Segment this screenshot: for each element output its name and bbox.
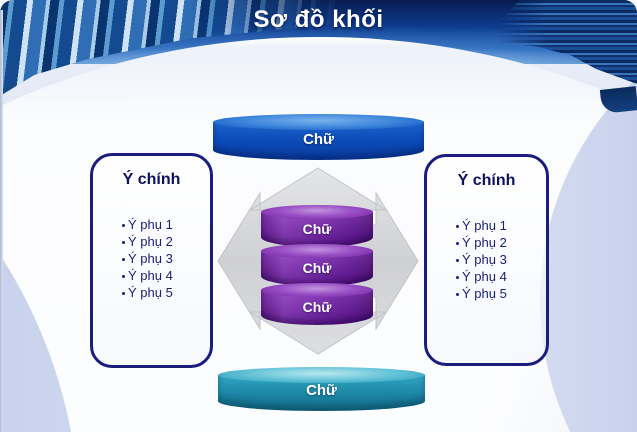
list-item: Ý phụ 5 bbox=[455, 285, 546, 302]
left-idea-list: Ý phụ 1 Ý phụ 2 Ý phụ 3 Ý phụ 4 Ý phụ 5 bbox=[93, 216, 210, 301]
slide-title: Sơ đồ khối bbox=[253, 6, 384, 33]
list-item: Ý phụ 1 bbox=[455, 217, 546, 234]
left-idea-box-heading: Ý chính bbox=[122, 171, 181, 188]
list-item: Ý phụ 2 bbox=[121, 233, 210, 250]
center-cylinder-2-label: Chữ bbox=[302, 260, 332, 276]
right-idea-box-heading: Ý chính bbox=[457, 172, 516, 189]
list-item: Ý phụ 4 bbox=[121, 267, 210, 284]
list-item: Ý phụ 2 bbox=[455, 234, 546, 251]
top-cylinder-label: Chữ bbox=[303, 131, 334, 148]
list-item: Ý phụ 1 bbox=[121, 216, 210, 233]
center-cylinder-1-label: Chữ bbox=[302, 221, 332, 237]
center-cylinder-3-label: Chữ bbox=[302, 299, 332, 315]
right-idea-box: Ý chính Ý phụ 1 Ý phụ 2 Ý phụ 3 Ý phụ 4 … bbox=[424, 154, 549, 366]
center-cylinder-3: Chữ bbox=[261, 283, 373, 325]
list-item: Ý phụ 4 bbox=[455, 268, 546, 285]
bottom-cylinder: Chữ bbox=[218, 367, 425, 411]
right-idea-list: Ý phụ 1 Ý phụ 2 Ý phụ 3 Ý phụ 4 Ý phụ 5 bbox=[427, 217, 546, 302]
center-cylinder-2: Chữ bbox=[261, 244, 373, 286]
bottom-cylinder-cap bbox=[218, 367, 425, 383]
list-item: Ý phụ 3 bbox=[455, 251, 546, 268]
top-cylinder-cap bbox=[213, 114, 424, 130]
slide-left-border bbox=[0, 10, 3, 432]
top-cylinder: Chữ bbox=[213, 114, 424, 160]
list-item: Ý phụ 3 bbox=[121, 250, 210, 267]
left-idea-box: Ý chính Ý phụ 1 Ý phụ 2 Ý phụ 3 Ý phụ 4 … bbox=[90, 153, 213, 368]
bottom-cylinder-label: Chữ bbox=[306, 382, 337, 399]
center-cylinder-1: Chữ bbox=[261, 205, 373, 247]
list-item: Ý phụ 5 bbox=[121, 284, 210, 301]
